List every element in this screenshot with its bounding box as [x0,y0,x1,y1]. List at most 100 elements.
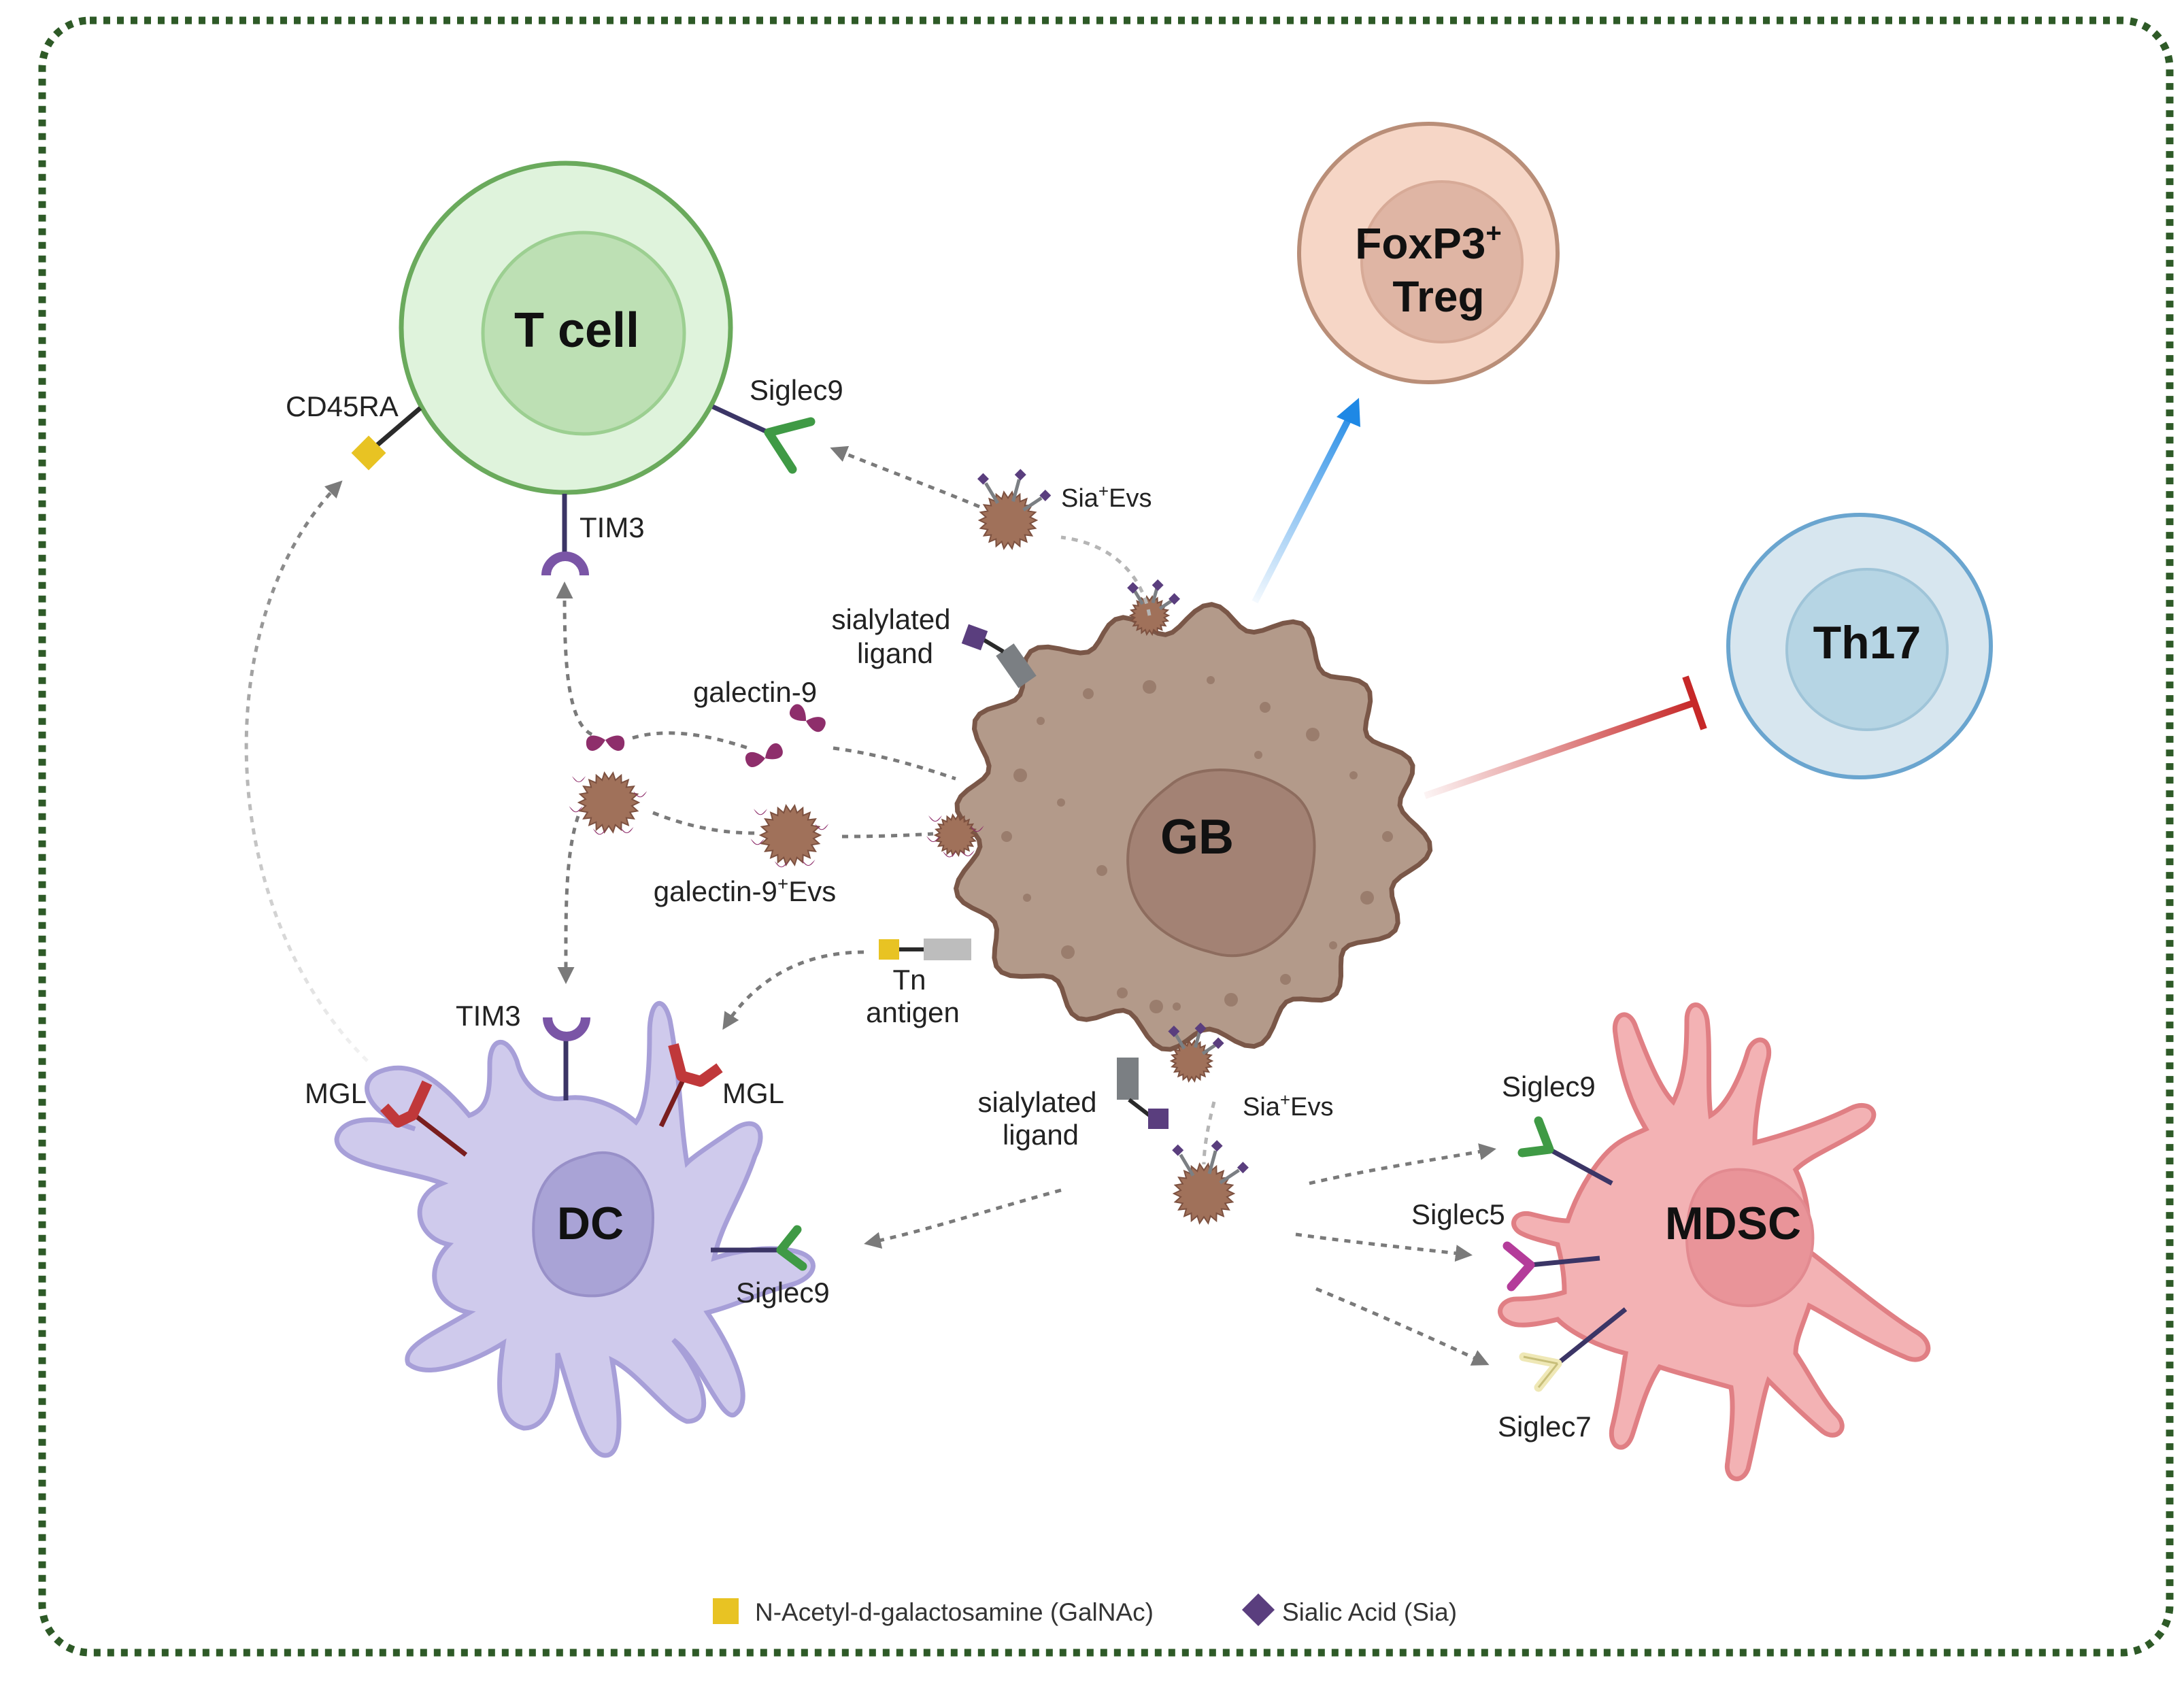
mdsc-cell: MDSC [1498,1002,1931,1481]
gb-granule [1260,702,1271,713]
connectors [244,445,1496,1366]
gb-granule [1143,680,1156,694]
sialylated-ligand-top-line2: ligand [857,637,933,669]
sialylated-ligand-bottom-line2: ligand [1003,1119,1079,1151]
edge-siaevs-to-mdsc-siglec7 [1315,1287,1490,1366]
dc-label: DC [557,1198,624,1249]
gb-granule [1207,676,1215,684]
galectin9-protein [586,735,625,751]
gb-cell: GB [953,602,1433,1052]
dc-tim3-receptor [543,1017,590,1100]
sia-evs-top-label: Sia+Evs [1061,481,1152,513]
mdsc-siglec5-label: Siglec5 [1411,1198,1505,1230]
gb-granule [1057,798,1065,807]
dc-mgl-left-label: MGL [305,1077,367,1109]
sia-ev-budding-bottom [1168,1022,1224,1083]
edge-siaevs-to-mdsc-siglec5 [1295,1232,1473,1262]
gb-granule [1349,771,1358,779]
legend-galnac-swatch [713,1598,739,1624]
gb-granule [1023,894,1031,902]
mdsc-siglec5-receptor [1502,1241,1600,1292]
dc-cell: DC [334,1001,816,1458]
galectin9-proteins [586,704,826,767]
cd45ra-receptor [351,406,422,471]
legend: N-Acetyl-d-galactosamine (GalNAc) Sialic… [713,1593,1457,1627]
diagram-border [38,16,2174,1657]
tcell-tim3-label: TIM3 [579,511,645,543]
cd45ra-label: CD45RA [286,390,399,422]
edge-gb-to-siaevs-top [1060,535,1152,616]
tn-antigen [879,939,971,960]
dc-siglec9-receptor [711,1225,807,1271]
gb-sialylated-ligand-top [961,624,1037,688]
promote-arrow [1251,398,1360,604]
inhibit-arrow [1424,675,1707,799]
gb-granule [1149,1000,1163,1013]
t-cell: T cell [399,161,733,495]
th17-cell: Th17 [1726,513,1993,779]
legend-sia-label: Sialic Acid (Sia) [1282,1598,1457,1626]
sia-ev-budding-top [1127,579,1181,636]
dc-tim3-label: TIM3 [456,1000,521,1032]
edge-siaevs-to-dc-siglec9 [864,1188,1062,1249]
dc-siglec9-label: Siglec9 [736,1277,830,1309]
tn-antigen-line2: antigen [866,996,960,1028]
edge-siaevs-to-mdsc-siglec9 [1309,1143,1496,1185]
dc-mgl-receptor-left [380,1080,468,1157]
tn-antigen-line1: Tn [892,964,926,996]
edge-galectin-hub-to-evs [652,811,756,835]
tcell-siglec9-label: Siglec9 [750,374,843,406]
mdsc-label: MDSC [1665,1198,1801,1249]
mdsc-siglec9-label: Siglec9 [1502,1070,1596,1102]
foxp3-treg-label-line2: Treg [1392,272,1484,321]
tcell-siglec9-receptor [711,404,816,474]
edge-siaevs-to-tcell-siglec9 [830,445,980,509]
edge-galectin-hub-to-free [632,731,749,750]
galectin9-ev-budding [926,813,984,858]
legend-sia-swatch [1241,1593,1275,1627]
foxp3-treg-label-line1: FoxP3+ [1355,218,1501,268]
dc-mgl-receptor-right [658,1043,723,1128]
gb-sialylated-ligand-bottom [1117,1058,1169,1129]
galectin9-label: galectin-9 [693,676,817,708]
gb-granule [1329,941,1337,949]
tcell-tim3-receptor [541,494,589,576]
edge-tn-to-dc [722,950,864,1030]
gb-granule [1173,1002,1181,1011]
galectin9-protein [745,743,783,767]
th17-label: Th17 [1813,617,1921,669]
gb-granule [1254,751,1262,759]
sia-evs-bottom-label: Sia+Evs [1243,1090,1333,1121]
gb-granule [1224,993,1238,1007]
sialylated-ligand-bottom-line1: sialylated [977,1086,1096,1118]
galectin9-ev [750,804,829,868]
galectin9-evs-label: galectin-9+Evs [654,873,836,907]
gb-granule [1013,769,1027,782]
gb-granule [1083,688,1094,699]
edge-galectin-to-dc-tim3 [557,815,580,984]
gb-granule [1001,831,1012,842]
gb-granule [1037,717,1045,725]
legend-galnac-label: N-Acetyl-d-galactosamine (GalNAc) [755,1598,1154,1626]
gb-granule [1096,865,1107,876]
gb-granule [1061,945,1075,959]
edge-dc-mgl-to-cd45ra [244,480,369,1062]
galectin9-ev-hub [569,771,648,835]
gb-granule [1306,728,1320,741]
galectin9-protein [789,704,826,732]
gb-granule [1360,891,1374,905]
foxp3-treg-cell: FoxP3+ Treg [1297,122,1560,384]
vesicles-layer [569,469,1249,1225]
gb-granule [1117,988,1128,998]
mdsc-siglec9-receptor [1517,1116,1613,1186]
sia-ev-bottom [1172,1140,1249,1225]
edge-gb-to-siaevs-bottom [1202,1101,1216,1165]
edge-galectin-to-tcell-tim3 [556,581,593,737]
sialylated-ligand-top-line1: sialylated [831,603,950,635]
gb-label: GB [1160,810,1234,864]
t-cell-label: T cell [514,303,639,358]
gb-granule [1382,831,1393,842]
sia-ev-top [977,469,1052,550]
